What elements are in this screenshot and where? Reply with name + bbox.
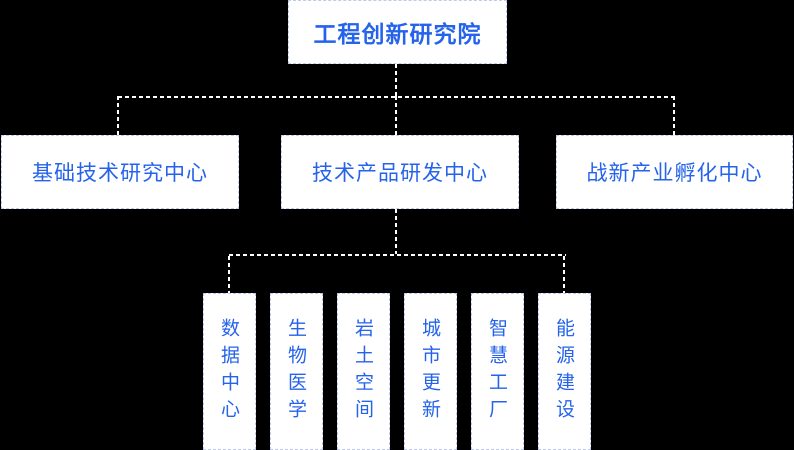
org-node-label: 技术产品研发中心 (312, 161, 488, 185)
connector-drop-data-center (228, 256, 230, 293)
connector-level2-rail (118, 96, 676, 98)
org-node-label: 能源建设 (553, 317, 575, 426)
org-node-strategic-industry-incubation-center: 战新产业孵化中心 (556, 135, 793, 209)
org-node-biomedical: 生物医学 (270, 293, 323, 450)
connector-drop-energy-construction (563, 256, 565, 293)
org-node-label: 战新产业孵化中心 (586, 161, 763, 185)
org-node-basic-tech-research-center: 基础技术研究中心 (1, 135, 239, 209)
org-node-root: 工程创新研究院 (288, 0, 507, 64)
connector-drop-left-center (117, 96, 119, 135)
org-node-label: 数据中心 (218, 317, 240, 426)
org-node-label: 城市更新 (419, 317, 441, 426)
org-node-urban-renewal: 城市更新 (404, 293, 457, 450)
org-node-root-label: 工程创新研究院 (313, 22, 482, 48)
org-node-smart-factory: 智慧工厂 (471, 293, 524, 450)
org-node-label: 岩土空间 (352, 317, 374, 426)
org-node-data-center: 数据中心 (203, 293, 256, 450)
org-node-label: 基础技术研究中心 (32, 161, 208, 185)
org-node-label: 生物医学 (285, 317, 307, 426)
connector-drop-middle-center (395, 96, 397, 135)
org-node-geotechnical-space: 岩土空间 (337, 293, 390, 450)
connector-drop-right-center (673, 96, 675, 135)
org-node-energy-construction: 能源建设 (538, 293, 591, 450)
connector-root-stem (395, 64, 397, 96)
connector-level3-rail (229, 254, 566, 256)
org-node-tech-product-rd-center: 技术产品研发中心 (281, 135, 519, 209)
connector-middle-stem (395, 209, 397, 254)
org-node-label: 智慧工厂 (486, 317, 508, 426)
